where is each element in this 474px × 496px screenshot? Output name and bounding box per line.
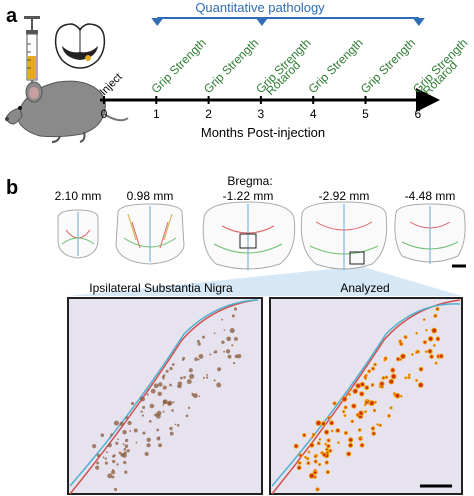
tick-label: 2	[205, 107, 212, 121]
tick-label: 5	[362, 107, 369, 121]
tick-label: 4	[310, 107, 317, 121]
right-image-title: Analyzed	[340, 281, 389, 295]
pathology-marker	[151, 18, 164, 26]
bregma-label: Bregma:	[227, 174, 272, 188]
zoom-highlight	[68, 266, 462, 296]
section-2	[115, 203, 185, 265]
test-label: Grip Strength	[305, 36, 365, 96]
section-labels: 2.10 mm 0.98 mm -1.22 mm -2.92 mm -4.48 mm	[55, 189, 456, 203]
tick-label: 3	[258, 107, 265, 121]
brain-section-icon	[54, 23, 106, 69]
section-label: -2.92 mm	[319, 189, 370, 203]
left-micrograph	[67, 297, 263, 495]
tick-label: 0	[101, 107, 108, 121]
pathology-label: Quantitative pathology	[195, 0, 325, 15]
section-3	[202, 201, 296, 270]
panel-a-label: a	[6, 5, 18, 27]
section-label: 0.98 mm	[127, 189, 174, 203]
timeline-ticks: 0 1 2 3 4 5 6	[101, 96, 421, 121]
right-micrograph	[269, 297, 463, 495]
section-5	[394, 203, 466, 264]
panel-b-label: b	[6, 177, 18, 199]
tick-label: 6	[414, 107, 421, 121]
inject-label: Inject	[98, 71, 125, 98]
section-4	[300, 201, 388, 270]
test-label: Grip Strength	[149, 36, 209, 96]
pathology-marker	[255, 18, 268, 26]
section-label: -1.22 mm	[223, 189, 274, 203]
pathology-bracket: Quantitative pathology	[151, 0, 425, 26]
left-image-title: Ipsilateral Substantia Nigra	[89, 281, 233, 295]
syringe-icon	[24, 16, 40, 96]
section-1	[57, 209, 99, 259]
section-label: -4.48 mm	[405, 189, 456, 203]
axis-label: Months Post-injection	[201, 125, 325, 140]
test-label: Grip Strength	[358, 36, 418, 96]
section-label: 2.10 mm	[55, 189, 102, 203]
test-label: Grip Strength	[201, 36, 261, 96]
pathology-marker	[412, 18, 425, 26]
tick-label: 1	[153, 107, 160, 121]
mouse-icon	[5, 80, 129, 143]
